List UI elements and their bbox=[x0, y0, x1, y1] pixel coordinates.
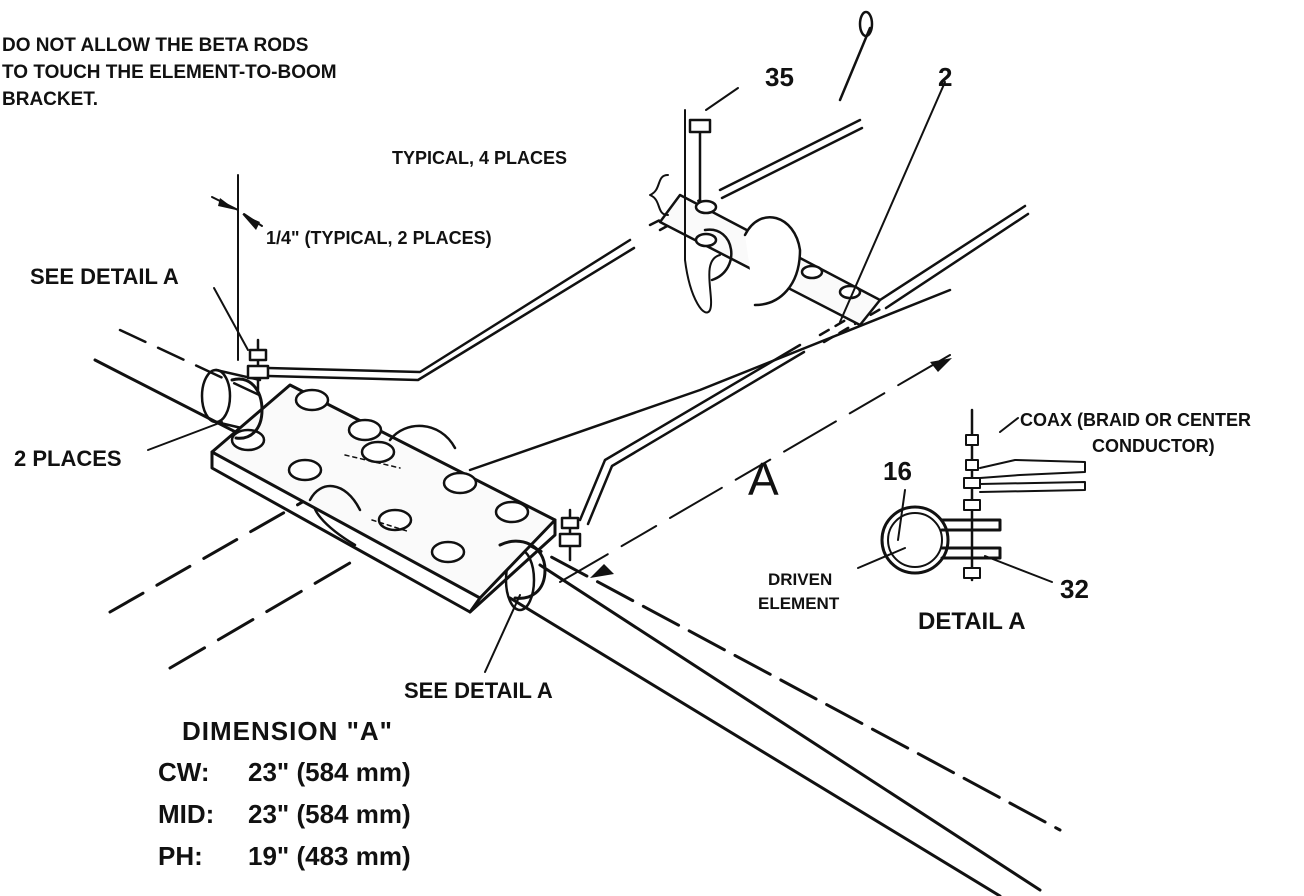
typical-4-places-label: TYPICAL, 4 PLACES bbox=[392, 148, 568, 168]
dimension-row-cw: CW: 23" (584 mm) bbox=[158, 757, 411, 799]
detail-a-title: DETAIL A bbox=[918, 608, 1026, 635]
see-detail-a-top-label: SEE DETAIL A bbox=[30, 264, 179, 289]
coax-label-line-1: COAX (BRAID OR CENTER bbox=[1020, 410, 1252, 430]
coax-label-line-2: CONDUCTOR) bbox=[1092, 436, 1215, 456]
dimension-row-ph: PH: 19" (483 mm) bbox=[158, 841, 411, 883]
driven-element-label-line-1: DRIVEN bbox=[768, 570, 833, 589]
driven-element-label-line-2: ELEMENT bbox=[758, 594, 840, 613]
part-number-35: 35 bbox=[765, 62, 794, 92]
see-detail-a-bottom-label: SEE DETAIL A bbox=[404, 678, 553, 703]
band-value: 19" (483 mm) bbox=[248, 841, 411, 871]
band-label: PH: bbox=[158, 841, 203, 871]
typical-brace bbox=[649, 174, 669, 216]
quarter-inch-label: 1/4" (TYPICAL, 2 PLACES) bbox=[266, 228, 492, 248]
band-label: CW: bbox=[158, 757, 210, 787]
dimension-row-mid: MID: 23" (584 mm) bbox=[158, 799, 411, 841]
driven-element-tube bbox=[108, 368, 1042, 896]
dimension-arrow-top bbox=[930, 358, 952, 372]
warning-line-3: BRACKET. bbox=[2, 89, 99, 110]
leader-lines bbox=[147, 81, 1053, 673]
band-value: 23" (584 mm) bbox=[248, 799, 411, 829]
warning-line-1: DO NOT ALLOW THE BETA RODS bbox=[2, 35, 309, 56]
band-value: 23" (584 mm) bbox=[248, 757, 411, 787]
beta-rod-warning: DO NOT ALLOW THE BETA RODS TO TOUCH THE … bbox=[2, 32, 337, 113]
warning-line-2: TO TOUCH THE ELEMENT-TO-BOOM bbox=[2, 62, 337, 83]
band-label: MID: bbox=[158, 799, 215, 829]
dimension-a-letter: A bbox=[748, 453, 779, 505]
part-number-16: 16 bbox=[883, 456, 912, 486]
detail-callout-loop bbox=[684, 109, 721, 314]
element-to-boom-bracket bbox=[210, 383, 557, 614]
detail-a-inset bbox=[880, 408, 1086, 582]
beta-rod-connectors bbox=[246, 338, 582, 562]
dimension-arrow-bottom bbox=[590, 564, 614, 578]
quarter-arrow-left bbox=[218, 198, 236, 210]
dimension-a-table: DIMENSION "A" CW: 23" (584 mm) MID: 23" (5… bbox=[158, 716, 411, 883]
quarter-arrow-right bbox=[242, 214, 260, 230]
two-places-label: 2 PLACES bbox=[14, 446, 122, 471]
part-number-32: 32 bbox=[1060, 574, 1089, 604]
element-clamps bbox=[230, 377, 547, 600]
beta-rods bbox=[266, 10, 1030, 526]
dimension-table-title: DIMENSION "A" bbox=[182, 716, 393, 746]
shorting-bar-bracket bbox=[658, 118, 882, 327]
part-number-2: 2 bbox=[938, 62, 953, 92]
